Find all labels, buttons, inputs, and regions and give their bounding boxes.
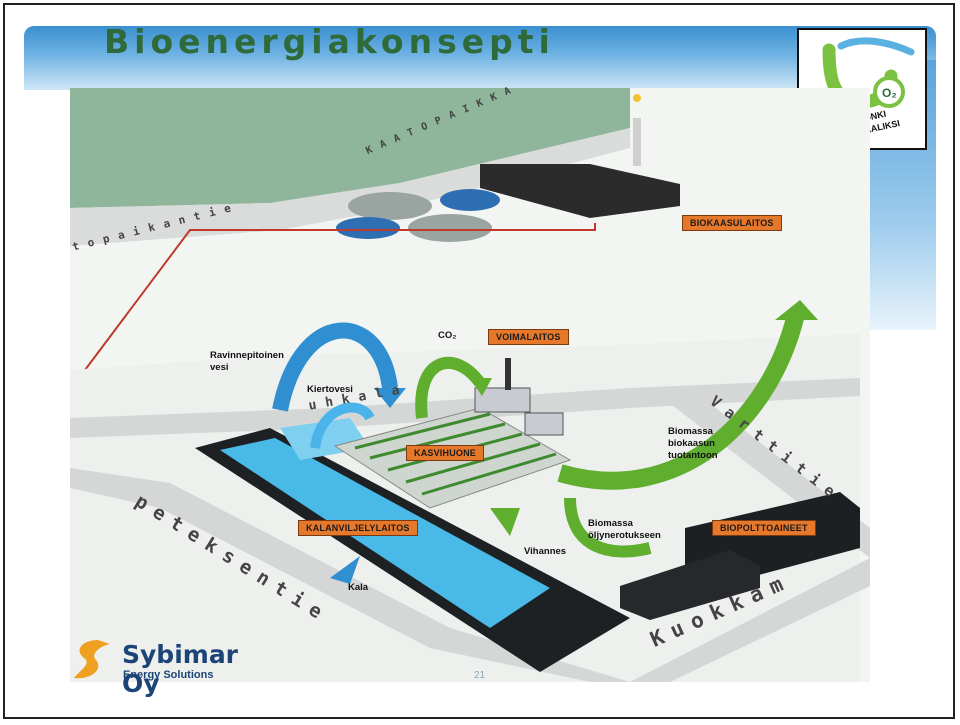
power-plant-chimney — [505, 358, 511, 390]
slide-title: Bioenergiakonsepti — [104, 22, 555, 61]
digester-tank — [440, 189, 500, 211]
arrow-head — [470, 378, 492, 396]
label-voimalaitos: VOIMALAITOS — [488, 329, 569, 345]
landfill-road — [70, 128, 630, 246]
company-name: Sybimar Oy — [122, 640, 239, 698]
arrow-head — [374, 388, 406, 408]
scene-drawing — [70, 88, 870, 682]
note-vihannes: Vihannes — [524, 546, 567, 557]
label-kalanviljelylaitos: KALANVILJELYLAITOS — [298, 520, 418, 536]
label-kasvihuone: KASVIHUONE — [406, 445, 485, 461]
title-band — [24, 26, 936, 90]
biomass-biogas-arrow — [557, 315, 804, 490]
digester-tank — [348, 192, 432, 220]
chimney — [633, 118, 641, 166]
power-plant-unit — [524, 412, 564, 436]
peteksentie-road — [70, 468, 630, 682]
biofuel-storage — [620, 550, 760, 620]
page-number: 21 — [474, 670, 486, 681]
note-biomassa-biokaasu: Biomassa biokaasun tuotantoon — [668, 426, 718, 461]
co2-arrow — [415, 356, 485, 419]
arrow-head — [775, 300, 818, 320]
label-biopolttoaineet: BIOPOLTTOAINEET — [712, 520, 816, 536]
note-biomassa-oljy: Biomassa öljynerotukseen — [588, 518, 661, 541]
digester-tank — [408, 214, 492, 242]
bioenergy-scene: KAATOPAIKKA topaikantie uhkala peteksent… — [70, 82, 870, 682]
digester-tank — [336, 217, 400, 239]
kuokka-road — [630, 558, 870, 682]
label-biokaasulaitos: BIOKAASULAITOS — [682, 215, 782, 231]
logo-o2-text: O₂ — [882, 86, 897, 100]
biomass-oil-arrow — [564, 497, 652, 558]
note-kala: Kala — [348, 582, 369, 593]
biogas-plant-building — [480, 164, 680, 218]
circulation-arrow — [310, 402, 375, 449]
vegetable-arrow — [490, 508, 520, 536]
company-tagline: Energy Solutions — [123, 669, 214, 681]
note-ravinnepitoinen-vesi: Ravinnepitoinen vesi — [210, 350, 284, 373]
flare-flame — [633, 94, 641, 102]
note-co2: CO₂ — [438, 330, 457, 341]
nutrient-water-arrow — [272, 322, 398, 412]
sybimar-logo: Sybimar Oy Energy Solutions — [70, 636, 270, 698]
note-kiertovesi: Kiertovesi — [307, 384, 353, 395]
fish-arrow — [330, 556, 360, 584]
sybimar-swirl-icon — [74, 640, 110, 679]
landfill-area — [70, 88, 630, 208]
